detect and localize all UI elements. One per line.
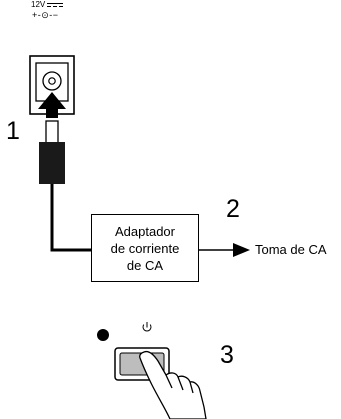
- step-1-label: 1: [6, 117, 20, 145]
- power-icon: [142, 322, 152, 332]
- adapter-label-line-1: Adaptador: [115, 223, 175, 239]
- adapter-label-line-2: de corriente: [110, 240, 180, 256]
- dc-symbol-icon: [47, 2, 64, 7]
- voltage-label: 12V: [31, 0, 64, 9]
- step-3-label: 3: [220, 341, 234, 369]
- hand-icon: [139, 350, 207, 419]
- ac-adapter-box: Adaptador de corriente de CA: [91, 214, 199, 282]
- dc-plug: [39, 120, 65, 184]
- polarity-label: +-⊙-−: [32, 10, 59, 20]
- adapter-label-line-3: de CA: [126, 257, 164, 273]
- outlet-arrow-icon: [199, 243, 250, 257]
- power-indicator-lamp: [97, 329, 109, 341]
- step-2-label: 2: [226, 195, 240, 223]
- insert-arrow-icon: [38, 92, 66, 118]
- ac-outlet-label: Toma de CA: [255, 242, 327, 257]
- cable: [50, 184, 91, 252]
- dc-in-jack: [29, 55, 75, 115]
